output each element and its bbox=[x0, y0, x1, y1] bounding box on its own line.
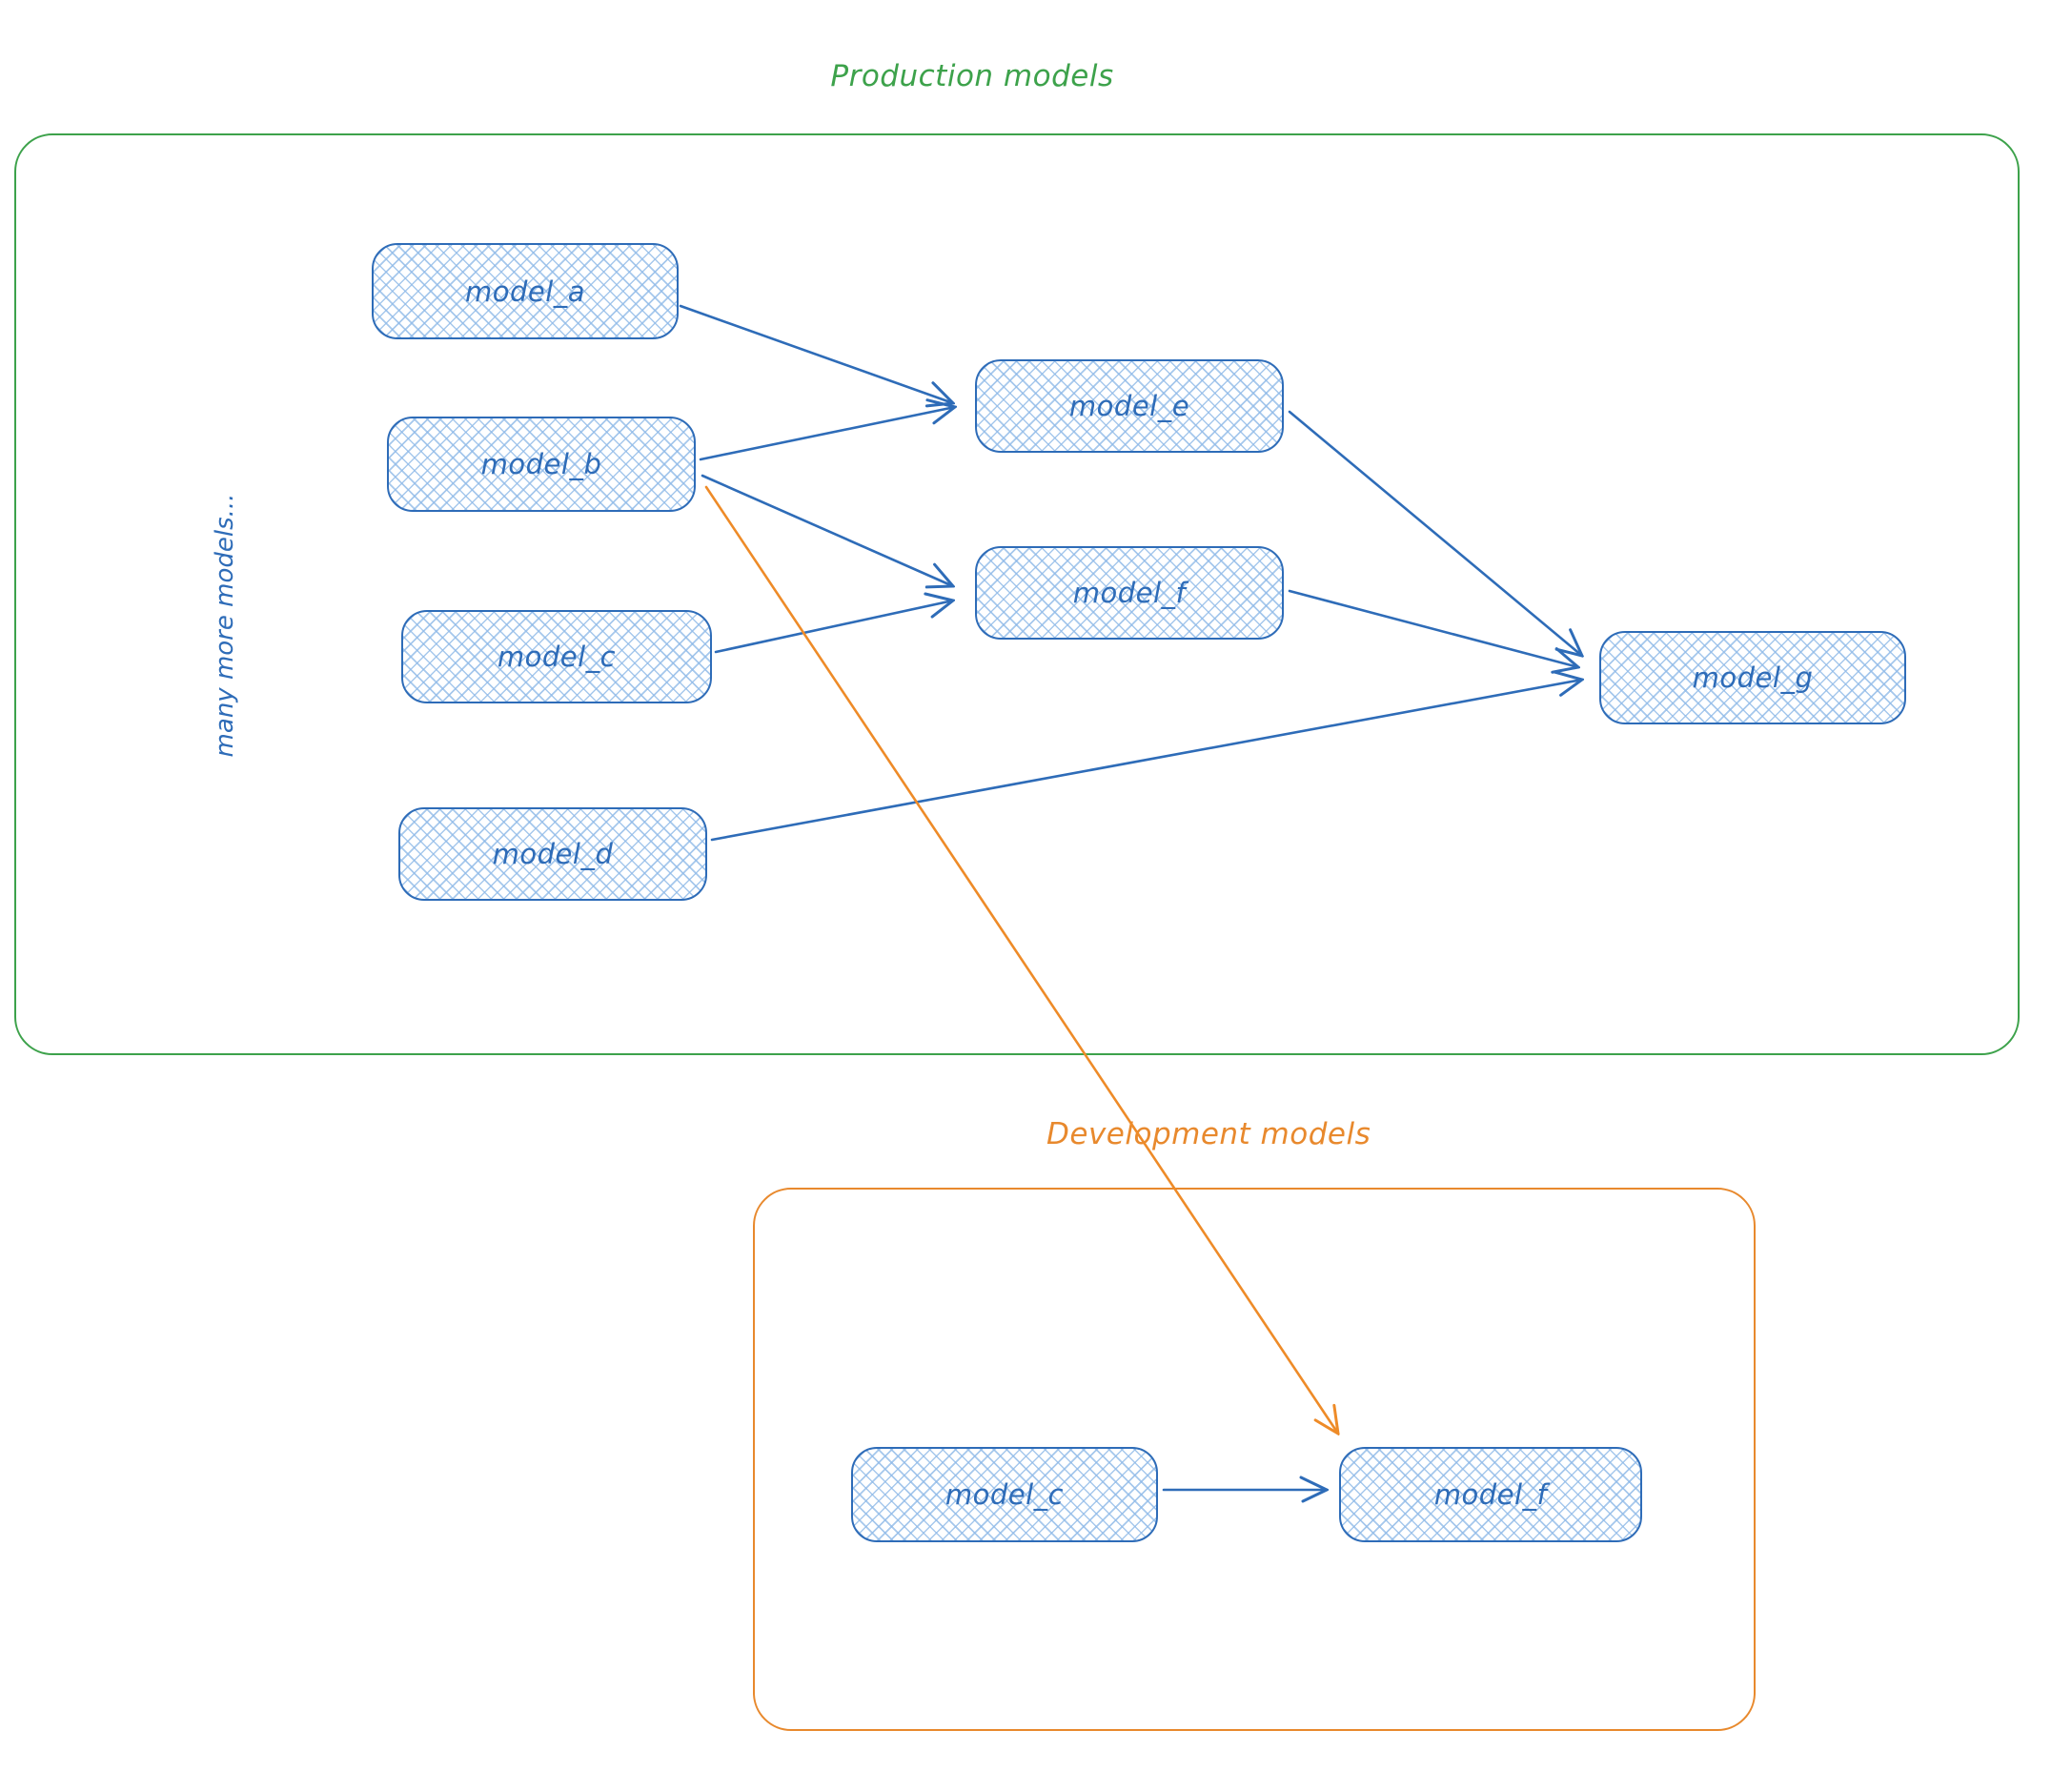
node-model-e: model_e bbox=[975, 359, 1284, 453]
node-model-f-label: model_f bbox=[1072, 577, 1187, 609]
node-model-c: model_c bbox=[401, 610, 712, 703]
node-model-c-label: model_c bbox=[497, 641, 617, 673]
node-model-f: model_f bbox=[975, 546, 1284, 640]
node-model-b-label: model_b bbox=[480, 448, 602, 480]
production-group-title: Production models bbox=[830, 59, 1114, 93]
node-model-a-label: model_a bbox=[464, 275, 586, 308]
dev-node-model-c: model_c bbox=[851, 1447, 1158, 1542]
development-group-title: Development models bbox=[1046, 1117, 1371, 1151]
node-model-e-label: model_e bbox=[1068, 390, 1190, 422]
node-model-b: model_b bbox=[387, 417, 696, 512]
dev-node-model-f: model_f bbox=[1339, 1447, 1642, 1542]
dev-node-model-f-label: model_f bbox=[1433, 1478, 1548, 1511]
node-model-g-label: model_g bbox=[1692, 662, 1814, 694]
node-model-g: model_g bbox=[1599, 631, 1906, 724]
node-model-d-label: model_d bbox=[492, 838, 614, 870]
many-more-models-note: many more models... bbox=[211, 493, 239, 758]
node-model-a: model_a bbox=[372, 243, 679, 339]
dev-node-model-c-label: model_c bbox=[945, 1478, 1065, 1511]
node-model-d: model_d bbox=[398, 807, 707, 901]
